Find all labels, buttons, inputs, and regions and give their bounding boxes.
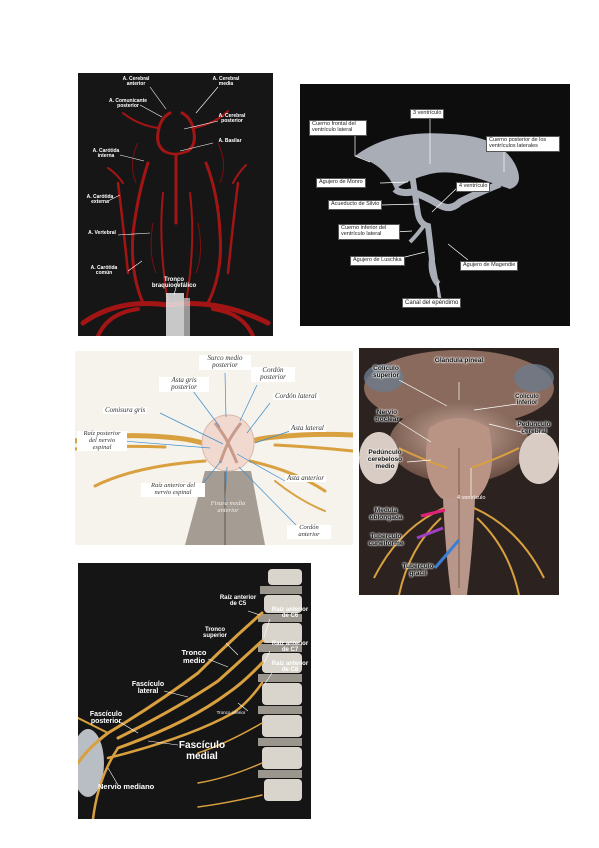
plexo-illustration [78,563,311,819]
medula-illustration [75,351,353,545]
label-glandula-pineal: Glándula pineal [434,357,484,364]
label-comisura-gris: Comisura gris [103,406,148,415]
label-cerebral-posterior: A. Cerebral posterior [218,113,246,125]
label-fisura-media: Fisura media anterior [210,500,246,514]
panel-plexo-braquial: Raíz anterior de C5 Raíz anterior de C6 … [78,563,311,819]
label-vertebral: A. Vertebral [88,230,116,236]
label-cerebral-media: A. Cerebral media [212,76,240,88]
label-medula-oblongada: Medula oblongada [369,507,403,521]
label-basilar: A. Basilar [218,138,242,144]
label-coliculo-inferior: Colículo inferior [515,394,539,407]
label-tronco-braquiocefalico: Tronco braquiocefálico [151,277,197,290]
label-cuerno-posterior: Cuerno posterior de los ventrículos late… [486,136,560,152]
label-acueducto: Acueducto de Silvio [328,200,383,210]
label-canal-ependimo: Canal del epéndimo [402,298,462,309]
label-nervio-troclear: Nervio troclear [375,409,399,423]
label-asta-gris-posterior: Asta gris posterior [159,376,209,392]
label-surco-medio-posterior: Surco medio posterior [199,354,251,370]
label-tronco-superior: Tronco superior [202,627,227,640]
label-agujero-monro: Agujero de Monro [316,178,366,188]
arterias-illustration [78,73,273,336]
label-raiz-c8: Raíz anterior de C8 [271,661,309,674]
tronco-illustration [359,348,559,595]
label-carotida-externa: A. Carótida externa [86,194,114,206]
label-asta-lateral: Asta lateral [289,424,326,433]
panel-sistema-ventricular: Cuerno frontal del ventrículo lateral 3 … [300,84,570,326]
label-tronco-medio: Tronco medio [181,648,207,665]
label-carotida-interna: A. Carótida interna [92,148,120,160]
label-tercer-ventriculo: 3 ventrículo [410,109,445,119]
label-raiz-c6: Raíz anterior de C6 [271,607,309,620]
label-nervio-mediano: Nervio mediano [98,782,155,791]
panel-tronco-encefalico: Glándula pineal Colículo superior Colícu… [359,348,559,595]
panel-medula-espinal: Surco medio posterior Cordón posterior A… [75,351,353,545]
label-carotida-comun: A. Carótida común [90,265,118,277]
label-cordon-posterior: Cordón posterior [251,366,295,382]
label-raiz-posterior: Raíz posterior del nervio espinal [77,430,127,452]
label-cordon-anterior: Cordón anterior [287,524,331,539]
label-raiz-c5: Raíz anterior de C5 [219,595,257,608]
label-agujero-magendie: Agujero de Magendie [460,261,519,271]
label-asta-anterior: Asta anterior [285,474,327,483]
label-tronco-inferior: Tronco inferior [216,710,246,715]
panel-arterias-cerebrales: A. Cerebral anterior A. Cerebral media A… [78,73,273,336]
label-fasciculo-lateral: Fascículo lateral [131,681,165,696]
label-tuberculo-gracil: Tubérculo grácil [402,563,434,577]
label-raiz-c7: Raíz anterior de C7 [271,641,309,654]
label-cuarto-ventriculo: 4 ventrículo [456,182,491,192]
label-fasciculo-posterior: Fascículo posterior [89,711,123,726]
label-cuarto-ventriculo-tronco: 4 ventrículo [457,495,486,501]
label-raiz-anterior: Raíz anterior del nervio espinal [141,482,205,497]
label-fasciculo-medial: Fascículo medial [178,740,226,762]
label-cerebral-anterior: A. Cerebral anterior [122,76,150,88]
label-comunicante-posterior: A. Comunicante posterior [108,98,148,110]
label-cuerno-inferior: Cuerno inferior del ventrículo lateral [338,224,400,240]
label-coliculo-superior: Colículo superior [372,365,399,379]
label-cuerno-frontal: Cuerno frontal del ventrículo lateral [309,120,367,136]
label-pedunculo-cerebral: Pedúnculo cerebral [517,421,551,435]
label-agujero-luschka: Agujero de Luschka [350,256,405,266]
label-tuberculo-cuneiforme: Tubérculo cuneiforme [368,533,404,547]
label-pedunculo-cerebeloso: Pedúnculo cerebeloso medio [367,449,403,470]
label-cordon-lateral: Cordón lateral [273,392,319,401]
